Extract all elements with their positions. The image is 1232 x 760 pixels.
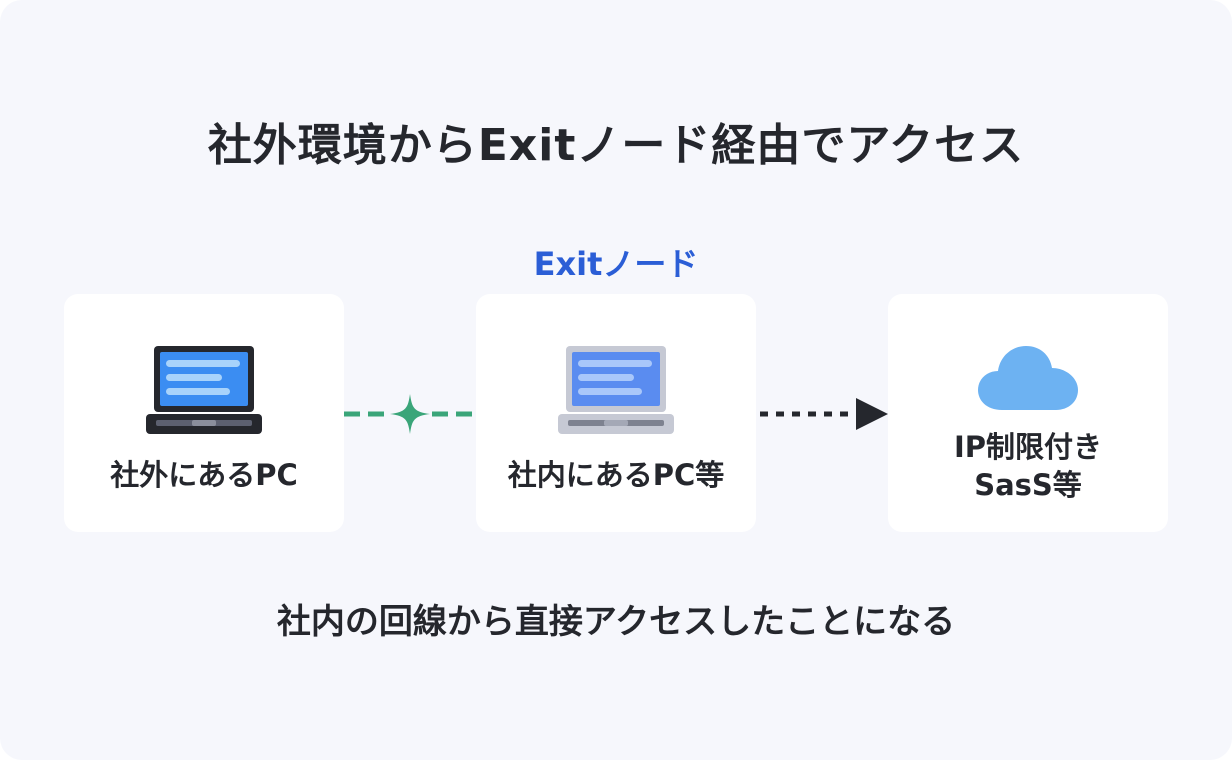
laptop-gray-icon xyxy=(558,346,674,434)
saas-label-line1: IP制限付き xyxy=(953,430,1103,464)
arrowhead-icon xyxy=(856,398,888,430)
access-arrow xyxy=(760,398,888,430)
inside-pc-card: 社内にあるPC等 xyxy=(476,294,756,532)
outside-pc-label: 社外にあるPC xyxy=(110,458,298,492)
inside-pc-label: 社内にあるPC等 xyxy=(507,458,725,492)
saas-label-line2: SasS等 xyxy=(974,468,1082,502)
laptop-dark-icon xyxy=(146,346,262,434)
sparkle-icon xyxy=(390,394,430,434)
cloud-icon xyxy=(978,346,1078,410)
saas-card: IP制限付き SasS等 xyxy=(888,294,1168,532)
exit-node-label: Exitノード xyxy=(533,245,699,283)
outside-pc-card: 社外にあるPC xyxy=(64,294,344,532)
diagram-title: 社外環境からExitノード経由でアクセス xyxy=(207,120,1025,171)
diagram-caption: 社内の回線から直接アクセスしたことになる xyxy=(276,602,956,642)
vpn-connection-line xyxy=(344,394,476,434)
